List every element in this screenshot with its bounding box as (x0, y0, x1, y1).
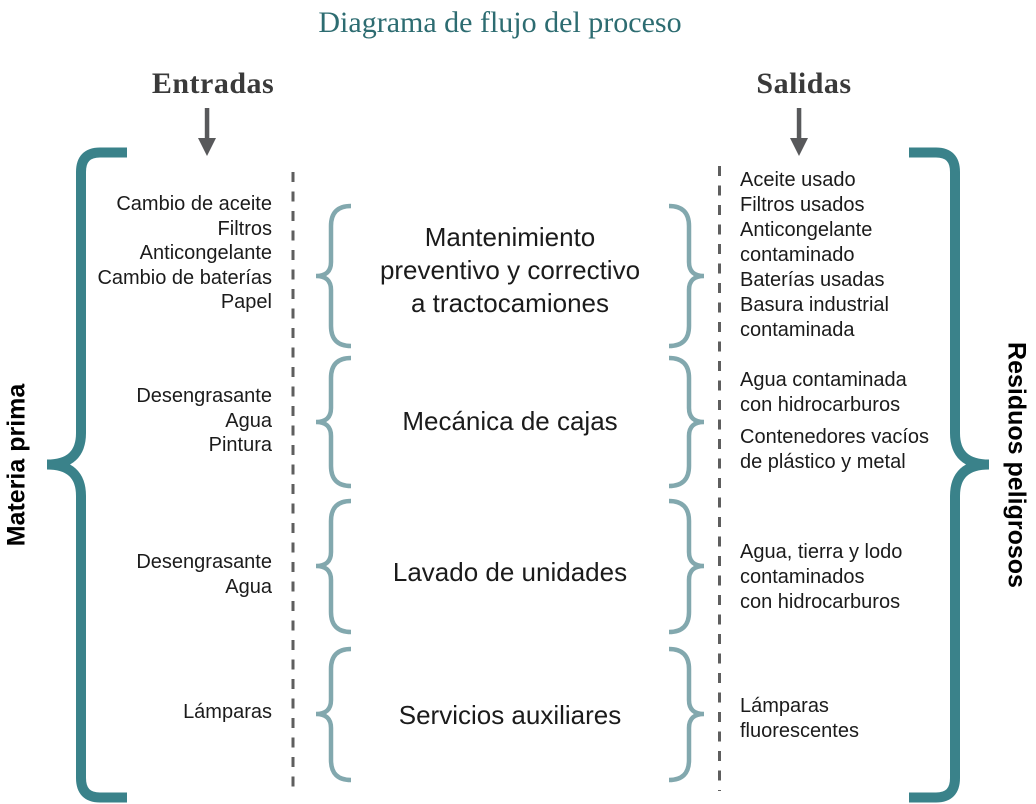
inputs-group-2: Desengrasante Agua Pintura (40, 384, 272, 458)
output-line: con hidrocarburos (740, 591, 901, 613)
output-line: contaminada (740, 319, 855, 341)
inputs-group-3: Desengrasante Agua (40, 550, 272, 599)
process-line: Mecánica de cajas (402, 406, 618, 436)
output-item: Filtros usados (740, 193, 966, 218)
output-item: Anticongelante contaminado (740, 218, 966, 268)
output-item: Agua, tierra y lodo contaminados con hid… (740, 540, 966, 615)
output-item: Contenedores vacíos de plástico y metal (740, 425, 966, 475)
input-item: Anticongelante (139, 242, 272, 264)
input-item: Lámparas (183, 701, 272, 723)
process-brace-right-2 (668, 355, 705, 489)
outputs-group-4: Lámparas fluorescentes (740, 694, 966, 744)
outputs-group-1: Aceite usado Filtros usados Anticongelan… (740, 168, 966, 343)
process-line: Servicios auxiliares (398, 700, 622, 730)
input-item: Papel (220, 291, 272, 313)
process-line: a tractocamiones (411, 288, 609, 318)
process-brace-right-3 (668, 498, 705, 635)
down-arrow-icon-outputs (790, 108, 808, 156)
process-brace-left-4 (315, 646, 352, 783)
residuos-peligrosos-brace (909, 147, 990, 803)
down-arrow-icon-inputs (198, 108, 216, 156)
outputs-group-3: Agua, tierra y lodo contaminados con hid… (740, 540, 966, 615)
output-item: Basura industrial contaminada (740, 293, 966, 343)
output-line: Contenedores vacíos (740, 426, 930, 448)
output-line: Lámparas (740, 695, 829, 717)
outputs-group-2: Agua contaminada con hidrocarburos Conte… (740, 368, 966, 475)
output-line: fluorescentes (740, 720, 859, 742)
output-line: Anticongelante (740, 219, 873, 241)
outputs-header: Salidas (756, 67, 852, 100)
input-item: Pintura (208, 434, 272, 456)
process-brace-right-1 (668, 203, 705, 349)
process-brace-right-4 (668, 646, 705, 783)
process-label-3: Lavado de unidades (352, 556, 668, 589)
input-item: Cambio de baterías (97, 266, 272, 289)
process-label-1: Mantenimiento preventivo y correctivo a … (352, 221, 668, 320)
output-item: Aceite usado (740, 168, 966, 193)
inputs-group-1: Cambio de aceite Filtros Anticongelante … (40, 192, 272, 315)
output-line: Agua, tierra y lodo (740, 541, 903, 563)
output-line: de plástico y metal (740, 451, 906, 473)
process-line: Lavado de unidades (392, 557, 628, 587)
materia-prima-brace (46, 147, 127, 803)
output-line: contaminados (740, 566, 865, 588)
process-label-2: Mecánica de cajas (352, 405, 668, 438)
output-line: Aceite usado (740, 169, 856, 191)
output-line: Basura industrial (740, 294, 889, 316)
process-line: preventivo y correctivo (379, 255, 641, 285)
output-item: Lámparas fluorescentes (740, 694, 966, 744)
input-item: Agua (225, 409, 272, 432)
process-brace-left-2 (315, 355, 352, 489)
output-item: Baterías usadas (740, 268, 966, 293)
input-item: Cambio de aceite (116, 193, 272, 215)
process-brace-left-3 (315, 498, 352, 635)
input-item: Filtros (217, 217, 272, 240)
output-line: con hidrocarburos (740, 394, 901, 416)
page-title: Diagrama de flujo del proceso (318, 6, 682, 39)
input-item: Desengrasante (136, 551, 272, 573)
input-item: Agua (225, 575, 272, 598)
process-label-4: Servicios auxiliares (352, 699, 668, 732)
input-item: Desengrasante (136, 385, 272, 407)
output-item: Agua contaminada con hidrocarburos (740, 368, 966, 418)
output-line: contaminado (740, 244, 855, 266)
inputs-header: Entradas (151, 67, 275, 100)
inputs-group-4: Lámparas (40, 700, 272, 725)
process-line: Mantenimiento (424, 222, 596, 252)
output-line: Baterías usadas (740, 269, 885, 291)
process-brace-left-1 (315, 203, 352, 349)
output-line: Filtros usados (740, 194, 865, 216)
output-line: Agua contaminada (740, 369, 907, 391)
